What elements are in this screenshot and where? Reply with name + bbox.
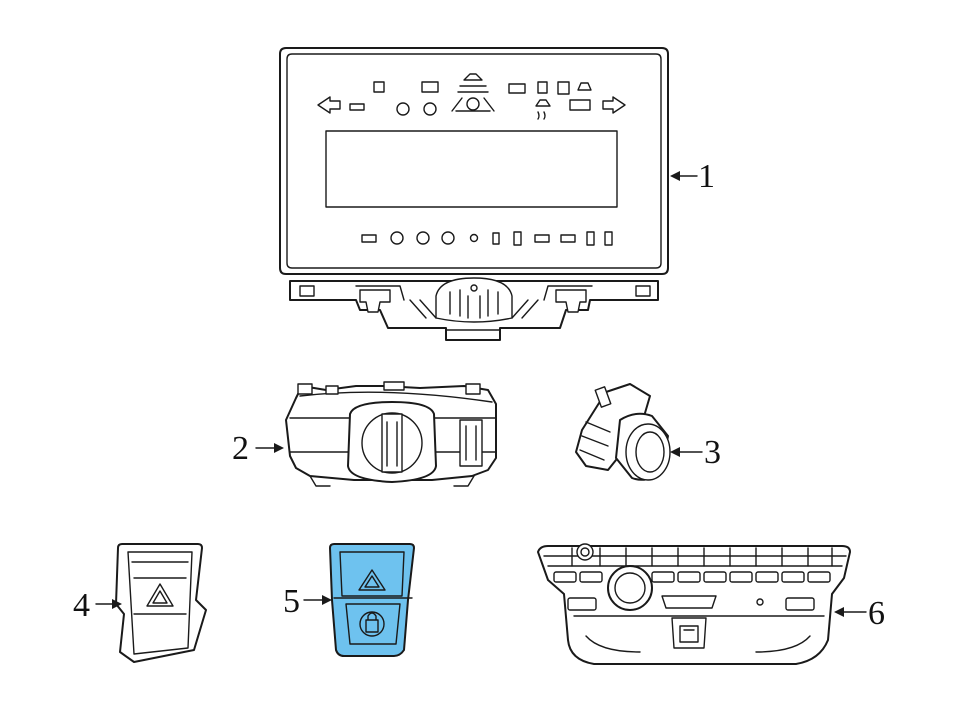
display-screen bbox=[325, 130, 618, 208]
leader-2 bbox=[255, 443, 284, 453]
part-4-hazard-switch[interactable] bbox=[115, 543, 207, 663]
hazard-triangle-icon bbox=[146, 583, 174, 607]
leader-3 bbox=[670, 447, 703, 457]
part-1-bracket bbox=[289, 277, 659, 341]
lower-button-row bbox=[361, 231, 613, 246]
left-arrow-icon bbox=[317, 96, 341, 114]
leader-1 bbox=[670, 171, 698, 181]
callout-1: 1 bbox=[698, 158, 715, 195]
callout-5: 5 bbox=[283, 583, 300, 620]
upper-button-row bbox=[317, 73, 626, 120]
part-3-start-button[interactable] bbox=[575, 383, 671, 481]
leader-4 bbox=[95, 599, 122, 609]
lock-icon bbox=[365, 612, 379, 633]
part-1-control-panel[interactable] bbox=[279, 47, 669, 341]
right-arrow-icon bbox=[602, 96, 626, 114]
callout-6: 6 bbox=[868, 595, 885, 632]
lock-button bbox=[359, 611, 385, 637]
leader-6 bbox=[834, 607, 867, 617]
seat-heat-icon bbox=[535, 99, 551, 120]
part-2-headlight-switch[interactable] bbox=[285, 381, 497, 487]
leader-5 bbox=[303, 595, 332, 605]
part-6-console-unit[interactable] bbox=[537, 543, 851, 665]
callout-2: 2 bbox=[232, 430, 249, 467]
part-5-hazard-lock-switch[interactable] bbox=[329, 543, 415, 657]
hazard-triangle-icon bbox=[358, 569, 386, 591]
defrost-icon bbox=[457, 73, 489, 93]
callout-4: 4 bbox=[73, 587, 90, 624]
callout-3: 3 bbox=[704, 434, 721, 471]
